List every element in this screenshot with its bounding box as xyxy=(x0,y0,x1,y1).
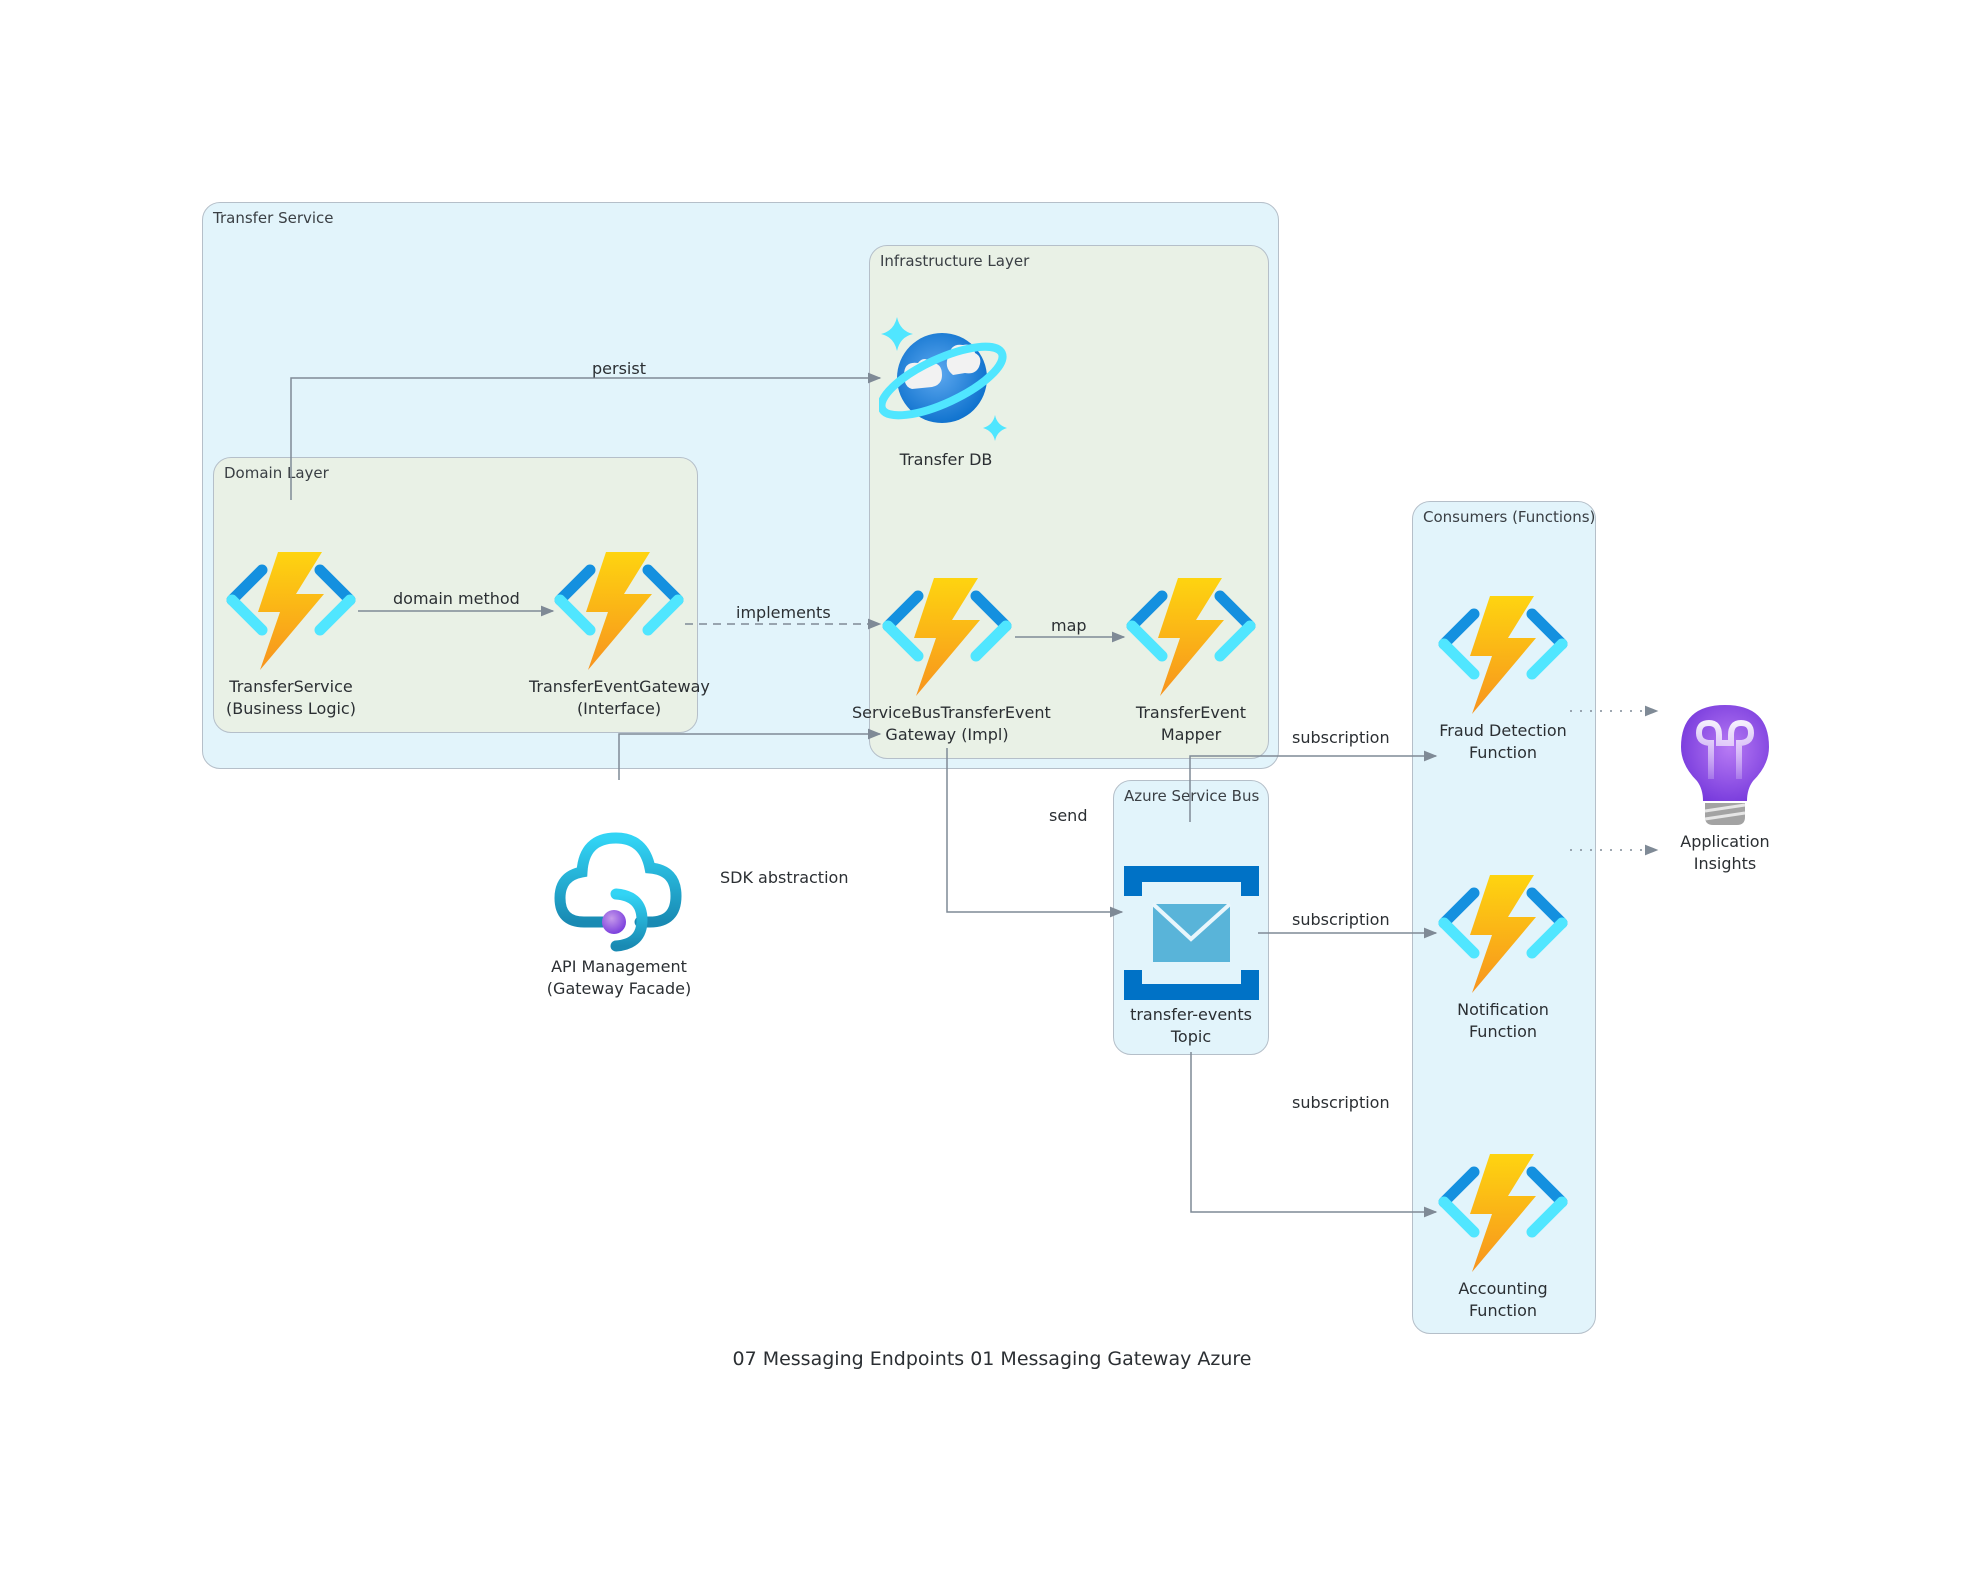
node-sublabel: (Business Logic) xyxy=(226,699,356,718)
node-transfer-db[interactable]: Transfer DB xyxy=(866,315,1026,471)
node-application-insights[interactable]: Application Insights xyxy=(1655,703,1795,875)
node-fraud-detection-function[interactable]: Fraud Detection Function xyxy=(1413,594,1593,764)
azure-function-icon xyxy=(1438,596,1568,714)
edge-label-subscription-notification: subscription xyxy=(1292,910,1390,929)
api-management-icon xyxy=(554,832,682,952)
group-label: Transfer Service xyxy=(213,209,334,227)
edge-subscription-accounting xyxy=(1190,1052,1438,1218)
edge-label-subscription-accounting: subscription xyxy=(1292,1093,1390,1112)
group-label: Consumers (Functions) xyxy=(1423,508,1596,526)
edge-label-map: map xyxy=(1051,616,1087,635)
diagram-title: 07 Messaging Endpoints 01 Messaging Gate… xyxy=(732,1348,1252,1370)
group-label: Infrastructure Layer xyxy=(880,252,1030,270)
group-label: Azure Service Bus xyxy=(1124,787,1260,805)
edge-label-implements: implements xyxy=(736,603,831,622)
azure-function-icon xyxy=(1126,578,1256,696)
node-sublabel: Mapper xyxy=(1160,725,1222,744)
azure-function-icon xyxy=(1438,1154,1568,1272)
group-infrastructure-layer: Infrastructure Layer xyxy=(869,245,1269,759)
node-label: Fraud Detection xyxy=(1439,721,1567,740)
edge-label-persist: persist xyxy=(592,359,646,378)
service-bus-topic-icon xyxy=(1123,866,1259,1000)
node-sublabel: (Interface) xyxy=(576,699,662,718)
node-sublabel: Insights xyxy=(1693,854,1757,873)
node-label: Application xyxy=(1680,832,1770,851)
azure-function-icon xyxy=(1438,875,1568,993)
node-servicebus-gateway-impl[interactable]: ServiceBusTransferEvent Gateway (Impl) xyxy=(852,576,1051,746)
node-label: TransferEvent xyxy=(1135,703,1247,722)
node-sublabel: (Gateway Facade) xyxy=(546,979,692,998)
edge-label-sdk-abstraction: SDK abstraction xyxy=(720,868,849,887)
node-transfer-service[interactable]: TransferService (Business Logic) xyxy=(201,550,381,720)
edge-send xyxy=(946,748,1124,918)
node-sublabel: Function xyxy=(1468,1022,1538,1041)
node-sublabel: Function xyxy=(1468,1301,1538,1320)
node-sublabel: Gateway (Impl) xyxy=(885,725,1009,744)
edge-label-subscription-fraud: subscription xyxy=(1292,728,1390,747)
node-api-management[interactable]: API Management (Gateway Facade) xyxy=(529,830,709,1000)
group-label: Domain Layer xyxy=(224,464,329,482)
edge-label-send: send xyxy=(1049,806,1088,825)
edge-label-domain-method: domain method xyxy=(393,589,520,608)
application-insights-icon xyxy=(1681,705,1769,825)
node-notification-function[interactable]: Notification Function xyxy=(1413,873,1593,1043)
node-accounting-function[interactable]: Accounting Function xyxy=(1413,1152,1593,1322)
node-transfer-events-topic[interactable]: transfer-events Topic xyxy=(1110,866,1272,1048)
node-label: TransferEventGateway xyxy=(529,677,710,696)
node-transfer-event-mapper[interactable]: TransferEvent Mapper xyxy=(1100,576,1282,746)
node-label: Transfer DB xyxy=(899,450,993,469)
azure-function-icon xyxy=(554,552,684,670)
node-transfer-event-gateway[interactable]: TransferEventGateway (Interface) xyxy=(529,550,710,720)
node-label: ServiceBusTransferEvent xyxy=(852,703,1051,722)
azure-function-icon xyxy=(882,578,1012,696)
node-label: Accounting xyxy=(1458,1279,1548,1298)
node-label: Notification xyxy=(1457,1000,1549,1019)
node-label: transfer-events xyxy=(1130,1005,1252,1024)
node-label: TransferService xyxy=(229,677,353,696)
node-sublabel: Function xyxy=(1468,743,1538,762)
azure-function-icon xyxy=(226,552,356,670)
cosmos-db-icon xyxy=(877,317,1007,441)
node-sublabel: Topic xyxy=(1170,1027,1212,1046)
node-label: API Management xyxy=(551,957,687,976)
